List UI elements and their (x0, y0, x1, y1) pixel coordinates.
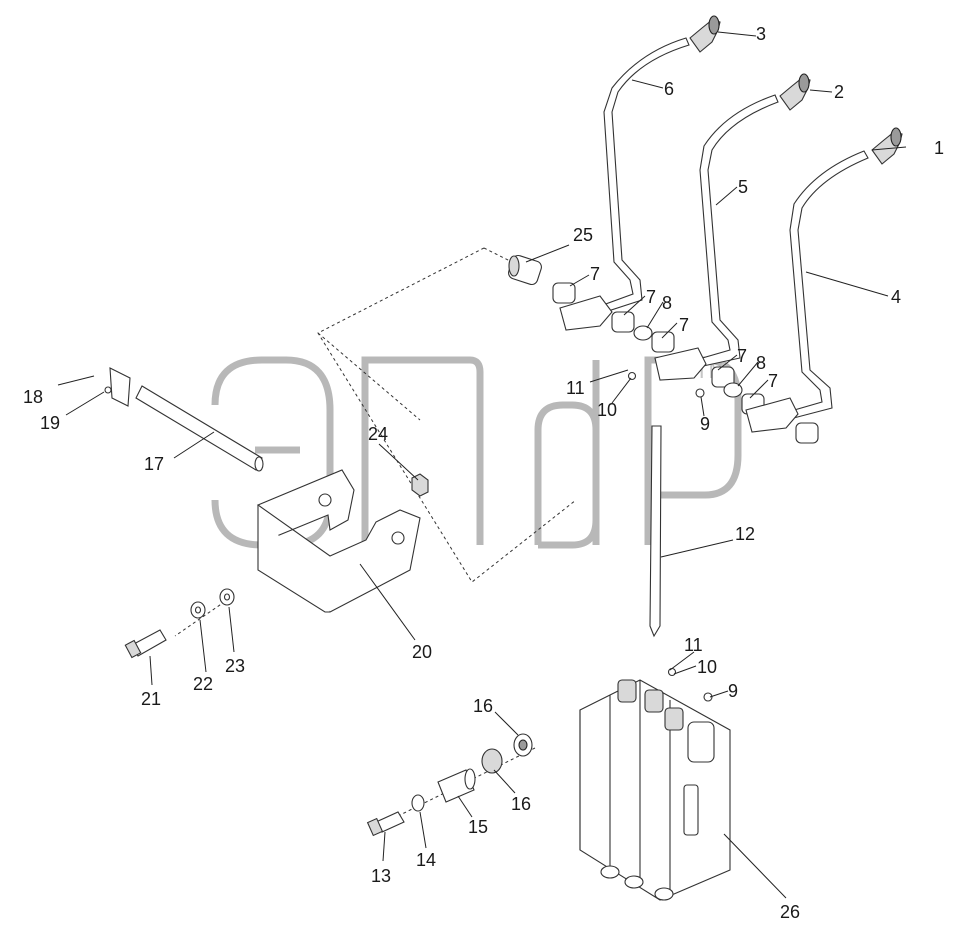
pins-9-10-11 (627, 371, 713, 702)
callout-labels: 1 2 3 4 5 6 7 7 7 7 7 8 8 9 9 10 10 11 1… (23, 24, 944, 922)
bracket-18-19 (104, 367, 131, 407)
callout-11a: 11 (566, 378, 585, 398)
callout-7d: 7 (737, 346, 747, 366)
bushings-7-and-washers-8 (552, 282, 819, 444)
callout-8a: 8 (662, 293, 672, 313)
bushing-25 (508, 254, 542, 286)
lever-6 (602, 37, 690, 313)
bolt-21 (124, 629, 167, 659)
knob-2 (779, 73, 811, 111)
callout-7c: 7 (679, 315, 689, 335)
callout-23: 23 (225, 656, 245, 676)
callout-18: 18 (23, 387, 43, 407)
pivot-forks (559, 295, 799, 433)
plate-16 (481, 733, 533, 774)
callout-8b: 8 (756, 353, 766, 373)
callout-3: 3 (756, 24, 766, 44)
callout-10a: 10 (597, 400, 617, 420)
callout-9a: 9 (700, 414, 710, 434)
washer-14 (411, 794, 425, 812)
lever-4 (783, 150, 869, 421)
callout-21: 21 (141, 689, 161, 709)
callout-5: 5 (738, 177, 748, 197)
callout-15: 15 (468, 817, 488, 837)
knob-1 (871, 127, 903, 165)
callout-10b: 10 (697, 657, 717, 677)
distributor-26 (579, 679, 731, 901)
callout-13: 13 (371, 866, 391, 886)
spacer-15 (437, 768, 476, 803)
callout-12: 12 (735, 524, 755, 544)
rod-12 (649, 425, 662, 638)
callout-6: 6 (664, 79, 674, 99)
washer-23 (219, 588, 235, 606)
callout-20: 20 (412, 642, 432, 662)
callout-16b: 16 (511, 794, 531, 814)
callout-7e: 7 (768, 371, 778, 391)
bracket-20 (256, 469, 421, 613)
callout-16a: 16 (473, 696, 493, 716)
bolt-13 (366, 811, 405, 837)
leader-lines (57, 31, 907, 899)
callout-14: 14 (416, 850, 436, 870)
callout-24: 24 (368, 424, 388, 444)
lever-5 (691, 94, 779, 369)
shaft-17 (135, 385, 264, 472)
callout-7a: 7 (590, 264, 600, 284)
callout-9b: 9 (728, 681, 738, 701)
callout-1: 1 (934, 138, 944, 158)
callout-4: 4 (891, 287, 901, 307)
callout-26: 26 (780, 902, 800, 922)
callout-7b: 7 (646, 287, 656, 307)
washer-22 (190, 601, 206, 619)
callout-11b: 11 (684, 635, 703, 655)
callout-22: 22 (193, 674, 213, 694)
callout-2: 2 (834, 82, 844, 102)
callout-17: 17 (144, 454, 164, 474)
callout-25: 25 (573, 225, 593, 245)
callout-19: 19 (40, 413, 60, 433)
nut-24 (411, 473, 429, 497)
knob-3 (689, 15, 721, 53)
